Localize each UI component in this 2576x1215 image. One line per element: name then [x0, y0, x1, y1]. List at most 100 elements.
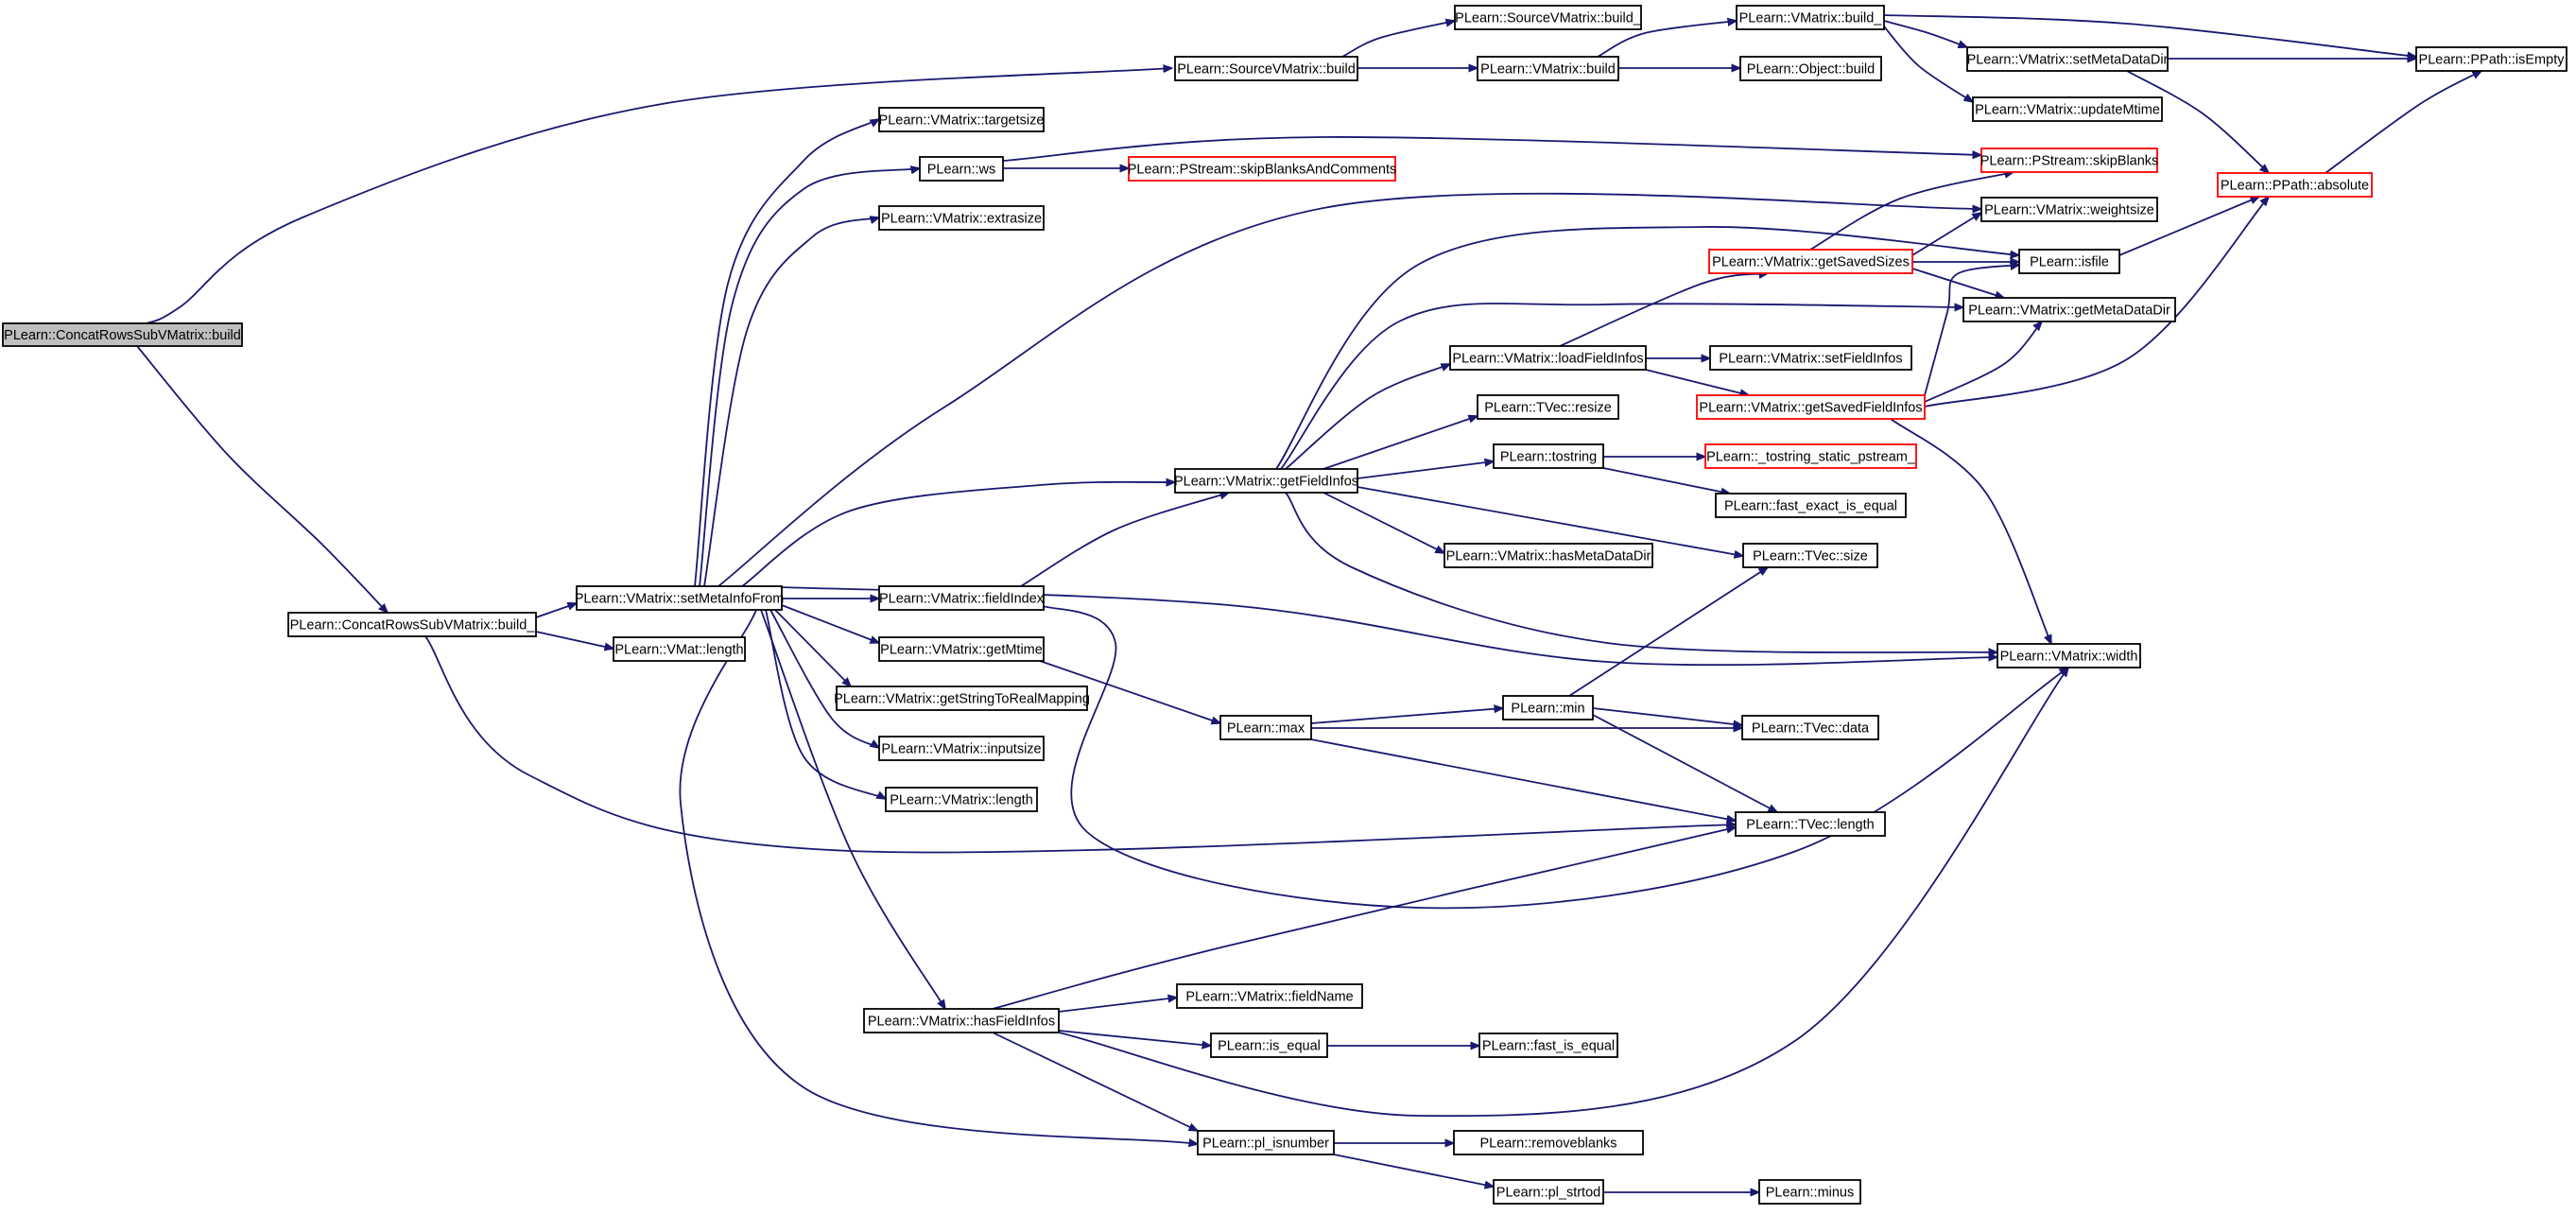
graph-node-n28[interactable]: PLearn::isfile — [2018, 249, 2120, 274]
graph-node-n27[interactable]: PLearn::VMatrix::getSavedSizes — [1708, 249, 1913, 274]
edge-n11-to-n20 — [774, 609, 851, 686]
edge-n41-to-n38 — [1568, 567, 1768, 697]
edge-n11-to-n24 — [679, 609, 1198, 1144]
graph-node-n39[interactable]: PLearn::VMatrix::width — [1997, 643, 2141, 668]
graph-node-n11[interactable]: PLearn::VMatrix::setMetaInfoFrom — [575, 585, 785, 611]
node-box — [1128, 156, 1396, 182]
edge-n17-to-n39 — [1285, 492, 1997, 652]
edge-n32-to-n29 — [1924, 321, 2042, 403]
graph-node-n31[interactable]: PLearn::VMatrix::setFieldInfos — [1709, 345, 1912, 371]
node-box — [1966, 46, 2169, 72]
graph-node-n12[interactable]: PLearn::VMat::length — [613, 636, 746, 662]
node-label: PLearn::VMatrix::getFieldInfos — [1174, 475, 1358, 490]
edge-n19-to-n40 — [1039, 660, 1220, 723]
node-box — [1219, 715, 1312, 740]
node-label: PLearn::Object::build — [1747, 62, 1875, 78]
edge-n27-to-n26 — [1911, 213, 1981, 256]
graph-node-n3[interactable]: PLearn::VMatrix::build — [1477, 56, 1619, 81]
node-label: PLearn::VMatrix::inputsize — [881, 742, 1041, 757]
graph-node-n21[interactable]: PLearn::VMatrix::inputsize — [878, 736, 1045, 761]
node-box — [2217, 172, 2373, 198]
graph-node-n48[interactable]: PLearn::pl_strtod — [1493, 1179, 1604, 1205]
graph-node-n13[interactable]: PLearn::VMatrix::targetsize — [878, 107, 1045, 132]
graph-node-n44[interactable]: PLearn::VMatrix::fieldName — [1176, 983, 1363, 1009]
node-label: PLearn::PPath::isEmpty — [2419, 53, 2566, 68]
node-box — [2415, 46, 2567, 72]
node-box — [919, 156, 1004, 182]
node-box — [836, 686, 1088, 711]
edge-n11-to-n13 — [694, 119, 879, 587]
graph-node-n46[interactable]: PLearn::fast_is_equal — [1478, 1033, 1618, 1058]
graph-node-n35[interactable]: PLearn::_tostring_static_pstream_ — [1704, 443, 1917, 469]
node-label: PLearn::removeblanks — [1479, 1137, 1616, 1152]
graph-node-n45[interactable]: PLearn::is_equal — [1210, 1033, 1328, 1058]
edges-layer — [136, 14, 2481, 1192]
graph-node-n0[interactable]: PLearn::ConcatRowsSubVMatrix::build — [2, 322, 243, 347]
node-label: PLearn::TVec::data — [1752, 721, 1870, 737]
graph-node-n36[interactable]: PLearn::fast_exact_is_equal — [1715, 493, 1907, 518]
node-box — [1493, 443, 1604, 469]
graph-node-n18[interactable]: PLearn::VMatrix::fieldIndex — [878, 585, 1045, 611]
graph-node-n38[interactable]: PLearn::TVec::size — [1742, 543, 1878, 568]
edge-n24-to-n48 — [1333, 1154, 1494, 1187]
graph-node-n49[interactable]: PLearn::minus — [1758, 1179, 1861, 1205]
graph-node-n32[interactable]: PLearn::VMatrix::getSavedFieldInfos — [1696, 394, 1926, 420]
graph-node-n4[interactable]: PLearn::VMatrix::build_ — [1736, 5, 1885, 30]
graph-node-n20[interactable]: PLearn::VMatrix::getStringToRealMapping — [834, 686, 1090, 711]
edge-n18-to-n39 — [1039, 604, 2068, 910]
graph-node-n8[interactable]: PLearn::PPath::isEmpty — [2415, 46, 2567, 72]
graph-node-n16[interactable]: PLearn::VMatrix::extrasize — [878, 205, 1045, 231]
graph-node-n7[interactable]: PLearn::VMatrix::updateMtime — [1972, 96, 2163, 122]
node-box — [1453, 1130, 1644, 1155]
graph-node-n34[interactable]: PLearn::tostring — [1493, 443, 1604, 469]
node-label: PLearn::VMatrix::hasFieldInfos — [868, 1015, 1055, 1030]
node-box — [1739, 56, 1882, 81]
graph-node-n33[interactable]: PLearn::TVec::resize — [1477, 394, 1619, 420]
edge-n4-to-n6 — [1883, 20, 1967, 47]
node-label: PLearn::PStream::skipBlanks — [1980, 154, 2159, 169]
graph-node-n6[interactable]: PLearn::VMatrix::setMetaDataDir — [1966, 46, 2169, 72]
edge-n32-to-n28 — [1924, 265, 2019, 396]
edge-n11-to-n14 — [699, 168, 920, 587]
graph-node-n14[interactable]: PLearn::ws — [919, 156, 1004, 182]
edge-n10-to-n12 — [535, 631, 614, 649]
node-box — [1493, 1179, 1604, 1205]
node-label: PLearn::ConcatRowsSubVMatrix::build — [4, 328, 241, 343]
edge-n9-to-n8 — [2325, 71, 2481, 174]
edge-n3-to-n4 — [1597, 21, 1737, 58]
graph-node-n29[interactable]: PLearn::VMatrix::getMetaDataDir — [1962, 297, 2176, 322]
graph-node-n5[interactable]: PLearn::Object::build — [1739, 56, 1882, 81]
graph-node-n9[interactable]: PLearn::PPath::absolute — [2217, 172, 2373, 198]
edge-n23-to-n24 — [992, 1032, 1198, 1132]
node-box — [1758, 1179, 1861, 1205]
graph-node-n30[interactable]: PLearn::VMatrix::loadFieldInfos — [1449, 345, 1647, 371]
graph-node-n42[interactable]: PLearn::TVec::data — [1741, 715, 1879, 740]
graph-node-n17[interactable]: PLearn::VMatrix::getFieldInfos — [1174, 468, 1358, 494]
graph-node-n37[interactable]: PLearn::VMatrix::hasMetaDataDir — [1444, 543, 1653, 568]
node-label: PLearn::PPath::absolute — [2221, 179, 2369, 194]
graph-node-n41[interactable]: PLearn::min — [1502, 695, 1594, 720]
graph-node-n23[interactable]: PLearn::VMatrix::hasFieldInfos — [863, 1008, 1060, 1033]
node-label: PLearn::TVec::resize — [1484, 401, 1612, 416]
graph-node-n19[interactable]: PLearn::VMatrix::getMtime — [878, 636, 1045, 662]
graph-node-n47[interactable]: PLearn::removeblanks — [1453, 1130, 1644, 1155]
graph-node-n1[interactable]: PLearn::SourceVMatrix::build — [1174, 56, 1358, 81]
graph-node-n24[interactable]: PLearn::pl_isnumber — [1197, 1130, 1335, 1155]
node-box — [613, 636, 746, 662]
graph-node-n22[interactable]: PLearn::VMatrix::length — [885, 787, 1038, 812]
graph-node-n43[interactable]: PLearn::TVec::length — [1735, 811, 1886, 837]
graph-node-n25[interactable]: PLearn::PStream::skipBlanks — [1980, 148, 2159, 173]
node-label: PLearn::pl_strtod — [1496, 1186, 1600, 1201]
node-box — [1176, 983, 1363, 1009]
edge-n4-to-n7 — [1883, 26, 1973, 102]
node-label: PLearn::TVec::length — [1746, 818, 1874, 833]
graph-node-n40[interactable]: PLearn::max — [1219, 715, 1312, 740]
graph-node-n2[interactable]: PLearn::SourceVMatrix::build_ — [1454, 5, 1642, 30]
graph-node-n15[interactable]: PLearn::PStream::skipBlanksAndComments — [1128, 156, 1397, 182]
node-box — [1715, 493, 1907, 518]
graph-node-n26[interactable]: PLearn::VMatrix::weightsize — [1980, 197, 2158, 222]
edge-n32-to-n39 — [1890, 418, 2052, 644]
edge-n17-to-n30 — [1285, 363, 1450, 470]
node-label: PLearn::VMatrix::updateMtime — [1975, 103, 2160, 118]
graph-node-n10[interactable]: PLearn::ConcatRowsSubVMatrix::build_ — [287, 612, 537, 637]
